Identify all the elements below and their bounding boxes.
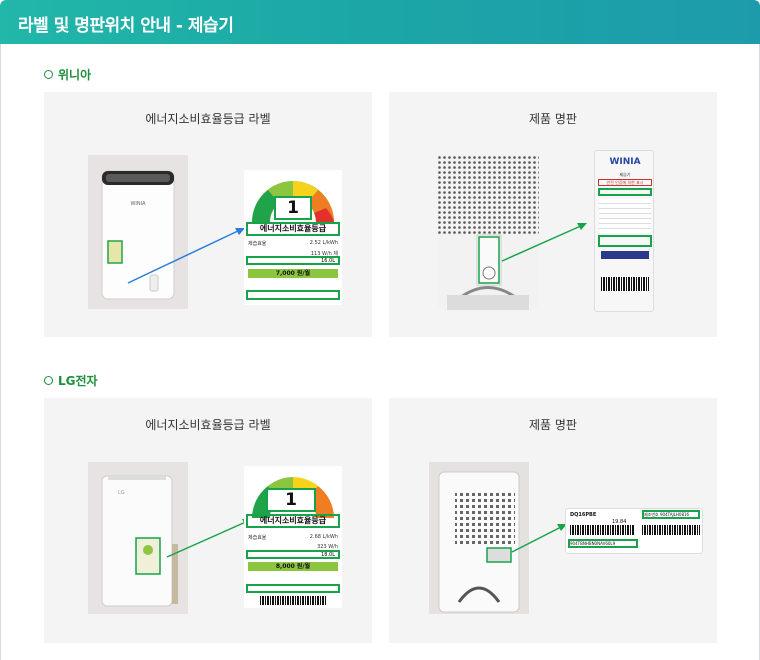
row-key: 제습효율: [248, 535, 267, 541]
energy-label-graphic: 1 에너지소비효율등급 제습효율 2.52 L/kWh 113 W/h 제 16.…: [244, 170, 342, 305]
section-name: 위니아: [58, 68, 92, 82]
dehumidifier-back-image: [429, 462, 529, 614]
svg-text:WINIA: WINIA: [130, 201, 146, 207]
panel-title: 에너지소비효율등급 라벨: [145, 112, 271, 126]
panel-lg-nameplate: 제품 명판 DQ16PBE 19.84 제조번호 904TAJLH0816 90…: [389, 398, 717, 643]
nameplate-subtitle: 제습기: [619, 172, 631, 177]
barcode-icon: [642, 525, 700, 535]
highlight-box: [598, 188, 652, 196]
page-title: 라벨 및 명판위치 안내 - 제습기: [18, 16, 234, 36]
energy-label-caption: 에너지소비효율등급: [246, 222, 340, 236]
panel-winia-nameplate: 제품 명판 WINIA 제습기 안전 인증에 의한 표시: [389, 92, 717, 337]
energy-gauge-icon: [244, 170, 342, 305]
plate-serial-bottom-box: 904TBNHBN0NAV60L9: [568, 539, 638, 548]
energy-label-caption: 에너지소비효율등급: [246, 514, 340, 528]
energy-grade-box: 1: [274, 196, 312, 220]
energy-grade-box: 1: [266, 488, 316, 512]
circle-bullet-icon: [44, 70, 53, 79]
model-row-box: 18.0L: [246, 550, 340, 559]
barcode-icon: [260, 596, 326, 605]
monthly-cost: 7,000 원/월: [248, 269, 338, 278]
label-bottom-box: [246, 584, 340, 593]
dehumidifier-image: LG: [88, 462, 188, 614]
panel-lg-energy-label: 에너지소비효율등급 라벨 LG 1 에너지소비효율등급 제습효율 2.68 L/k…: [44, 398, 372, 643]
arrow-icon: [511, 524, 567, 553]
product-back-photo-lg: [429, 462, 529, 614]
circle-bullet-icon: [44, 376, 53, 385]
panel-title: 제품 명판: [529, 418, 577, 432]
nameplate-brand: WINIA: [609, 157, 641, 167]
dehumidifier-back-image: [437, 155, 539, 310]
barcode-icon: [570, 525, 634, 535]
winia-nameplate-graphic: WINIA 제습기 안전 인증에 의한 표시: [594, 150, 654, 312]
spec-table: [599, 199, 651, 233]
section-name: LG전자: [58, 374, 98, 388]
label-bottom-box: [246, 290, 340, 300]
plate-model: DQ16PBE: [570, 512, 597, 518]
panel-title: 에너지소비효율등급 라벨: [145, 418, 271, 432]
barcode-icon: [601, 277, 649, 291]
lg-nameplate-graphic: DQ16PBE 19.84 제조번호 904TAJLH0816 904TBNHB…: [565, 508, 703, 554]
nameplate-warning: 안전 인증에 의한 표시: [598, 179, 652, 186]
monthly-cost: 8,000 원/월: [248, 562, 338, 571]
row-value: 2.52 L/kWh: [309, 240, 338, 246]
panel-title: 제품 명판: [529, 112, 577, 126]
energy-label-graphic: 1 에너지소비효율등급 제습효율 2.68 L/kWh 323 W/h 18.0L…: [244, 466, 342, 608]
energy-label-rows: 제습효율 2.52 L/kWh 113 W/h 제: [248, 240, 338, 257]
section-title-winia: 위니아: [44, 66, 91, 83]
model-row-box: 16.0L: [246, 256, 340, 265]
panel-winia-energy-label: 에너지소비효율등급 라벨 WINIA 1 에너지소비효율등급: [44, 92, 372, 337]
page-header: 라벨 및 명판위치 안내 - 제습기: [0, 0, 760, 44]
row-value: 113 W/h 제: [310, 251, 338, 257]
row-value: 323 W/h: [317, 544, 338, 550]
plate-value: 19.84: [612, 519, 627, 525]
plate-serial-box: 제조번호 904TAJLH0816: [642, 510, 700, 519]
section-title-lg: LG전자: [44, 372, 98, 389]
serial-bar: [601, 251, 649, 259]
arrow-icon: [501, 223, 587, 262]
highlight-box: [598, 235, 652, 247]
row-key: 제습효율: [248, 241, 267, 247]
product-photo-lg: LG: [88, 462, 188, 614]
product-photo-winia: WINIA: [88, 155, 188, 309]
arrow-icon: [166, 519, 252, 558]
dehumidifier-image: WINIA: [88, 155, 188, 309]
product-back-photo-winia: [437, 155, 539, 310]
row-value: 2.68 L/kWh: [309, 534, 338, 540]
lg-brand-text: LG: [118, 490, 125, 496]
arrow-icon: [127, 228, 245, 284]
energy-label-rows: 제습효율 2.68 L/kWh 323 W/h: [248, 534, 338, 550]
